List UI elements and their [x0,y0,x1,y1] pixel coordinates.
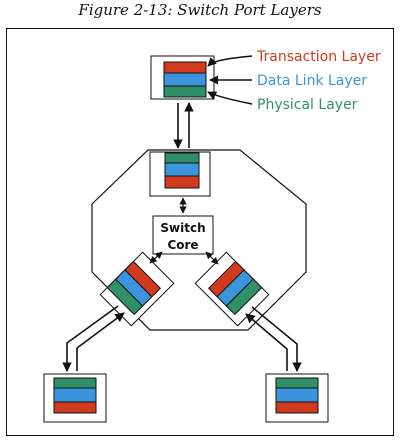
switch-core-label-line1: Switch [160,221,205,235]
physical-layer-block [225,278,263,316]
transaction-layer-block [275,401,319,414]
physical-layer-block [275,377,319,389]
right-up-arrow [245,313,288,371]
switch-right-downstream-port [194,251,270,327]
transaction-layer-block [164,175,200,189]
left-down-arrow [62,305,119,372]
switch-left-downstream-port [99,251,175,327]
physical-pointer [207,91,253,105]
label-pointers [207,55,253,105]
bottom-left-device-port [43,373,107,423]
transaction-layer-block [124,260,162,298]
switch-upstream-port [149,151,211,197]
right-down-arrow [251,306,302,372]
transaction-pointer [207,55,253,67]
transaction-layer-label: Transaction Layer [256,49,381,65]
physical-layer-label: Physical Layer [257,97,358,113]
data-link-layer-block [163,72,207,87]
bottom-right-device-port [265,373,329,423]
top-device-port [150,55,215,100]
figure-title: Figure 2-13: Switch Port Layers [78,1,322,19]
physical-layer-block [164,152,200,164]
data-link-layer-block [275,387,319,403]
figure-frame [6,28,394,436]
left-up-arrow [76,312,125,371]
right-downstream-link [245,306,302,372]
core-to-right-port-arrow [205,251,219,265]
transaction-layer-block [53,401,97,414]
left-downstream-link [62,305,125,372]
core-to-left-port-arrow [149,251,163,264]
data-link-layer-block [53,387,97,403]
physical-layer-block [53,377,97,389]
data-link-layer-label: Data Link Layer [257,73,367,89]
data-link-layer-block [164,162,200,177]
physical-layer-block [163,85,207,98]
internal-links [149,197,219,265]
switch-core-label-line2: Core [167,238,198,252]
switch-outline [91,149,307,331]
transaction-layer-block [163,61,207,74]
switch-core: Switch Core [152,215,214,255]
upstream-link [173,102,194,149]
